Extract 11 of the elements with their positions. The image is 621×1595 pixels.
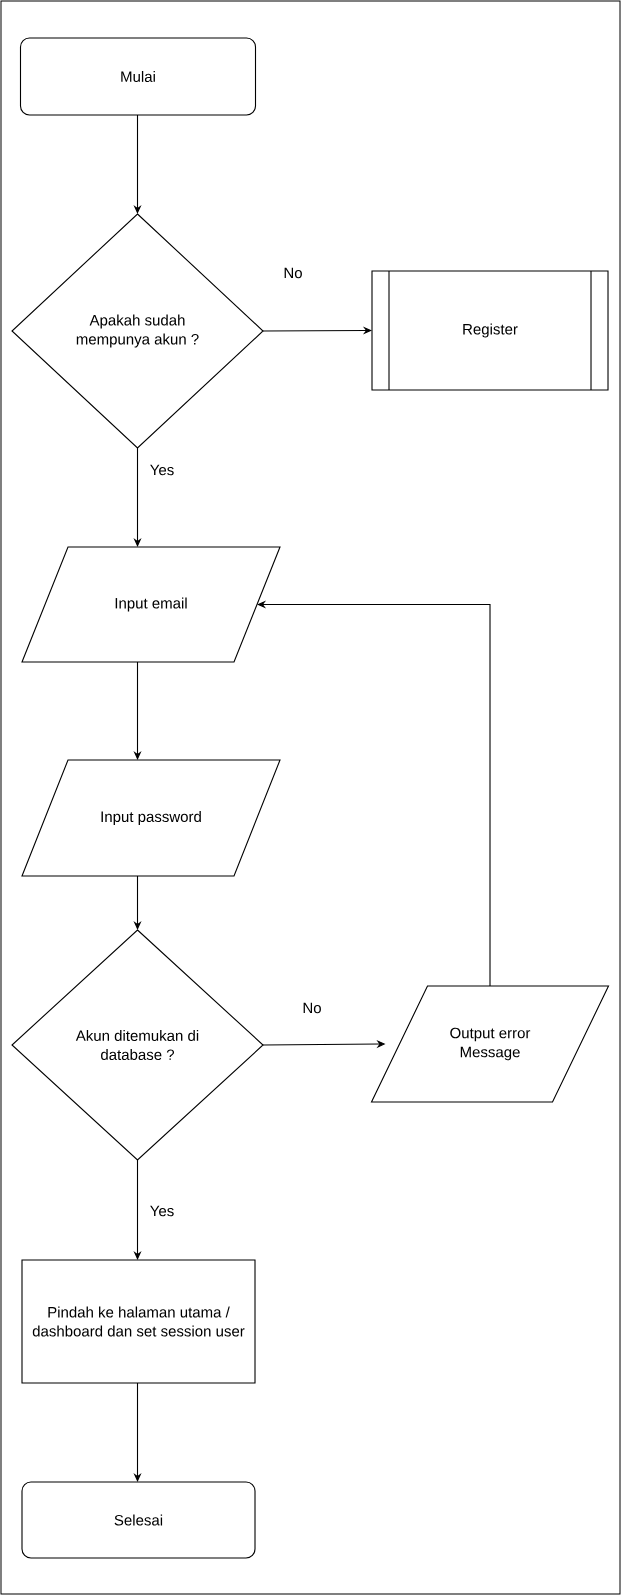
subprocess-box: Register	[371, 270, 609, 391]
edge-label: Yes	[148, 1204, 176, 1218]
edge-label: No	[282, 266, 304, 280]
output-parallelogram: Output error Message	[370, 985, 610, 1103]
process-box: Pindah ke halaman utama / dashboard dan set session user	[21, 1259, 256, 1384]
start-terminal: Mulai	[19, 37, 257, 116]
input-parallelogram: Input email	[21, 546, 281, 663]
end-terminal: Selesai	[21, 1481, 256, 1559]
edge-label: No	[301, 1001, 323, 1015]
input-parallelogram: Input password	[21, 759, 281, 877]
edge-label: Yes	[148, 463, 176, 477]
